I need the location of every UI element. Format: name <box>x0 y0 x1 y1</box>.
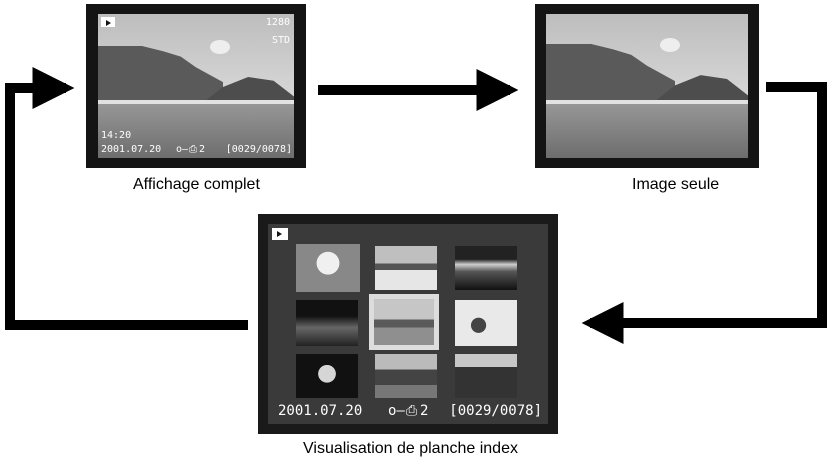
key-icon: o— <box>176 144 189 155</box>
index-panel: 2001.07.20 o— ⎙ 2 [0029/0078] <box>268 224 548 424</box>
arrow-index-to-full <box>5 67 248 330</box>
screen-image-only <box>535 4 759 168</box>
index-frame-counter: [0029/0078] <box>449 403 542 419</box>
index-date-label: 2001.07.20 <box>278 403 363 419</box>
quality-label: STD <box>271 35 290 46</box>
frame-counter: [0029/0078] <box>225 144 292 155</box>
thumbnail-bridge[interactable] <box>375 354 437 398</box>
thumbnail-sunset[interactable] <box>455 246 517 290</box>
arrow-image-to-index <box>581 82 827 344</box>
screen-index: 2001.07.20 o— ⎙ 2 [0029/0078] <box>258 214 558 434</box>
caption-image-only: Image seule <box>632 176 720 193</box>
thumbnail-flowers[interactable] <box>455 300 517 346</box>
caption-index-view: Visualisation de planche index <box>303 440 518 457</box>
screen-full-display: 1280 STD 14:20 2001.07.20 o— ⎙ 2 [0029/0… <box>86 4 306 168</box>
photo-coastline: 1280 STD 14:20 2001.07.20 o— ⎙ 2 [0029/0… <box>98 14 294 158</box>
playback-icon <box>272 228 288 240</box>
thumbnail-person-night[interactable] <box>296 354 358 398</box>
thumbnail-cathedral[interactable] <box>455 354 517 398</box>
print-icon: ⎙ <box>189 144 197 155</box>
caption-full-display: Affichage complet <box>133 176 260 193</box>
key-icon: o— <box>388 403 405 419</box>
thumbnail-surfer[interactable] <box>375 246 437 290</box>
photo-coastline <box>546 14 748 158</box>
index-print-count: 2 <box>420 403 429 419</box>
print-count: 2 <box>199 144 206 155</box>
thumbnail-child-portrait[interactable] <box>296 244 360 292</box>
thumbnail-city-night[interactable] <box>296 300 358 346</box>
thumbnail-coastline-selected[interactable] <box>369 294 439 350</box>
playback-icon <box>101 17 115 27</box>
print-icon: ⎙ <box>406 403 418 419</box>
time-label: 14:20 <box>101 130 132 141</box>
resolution-label: 1280 <box>265 17 290 28</box>
date-label: 2001.07.20 <box>101 144 162 155</box>
